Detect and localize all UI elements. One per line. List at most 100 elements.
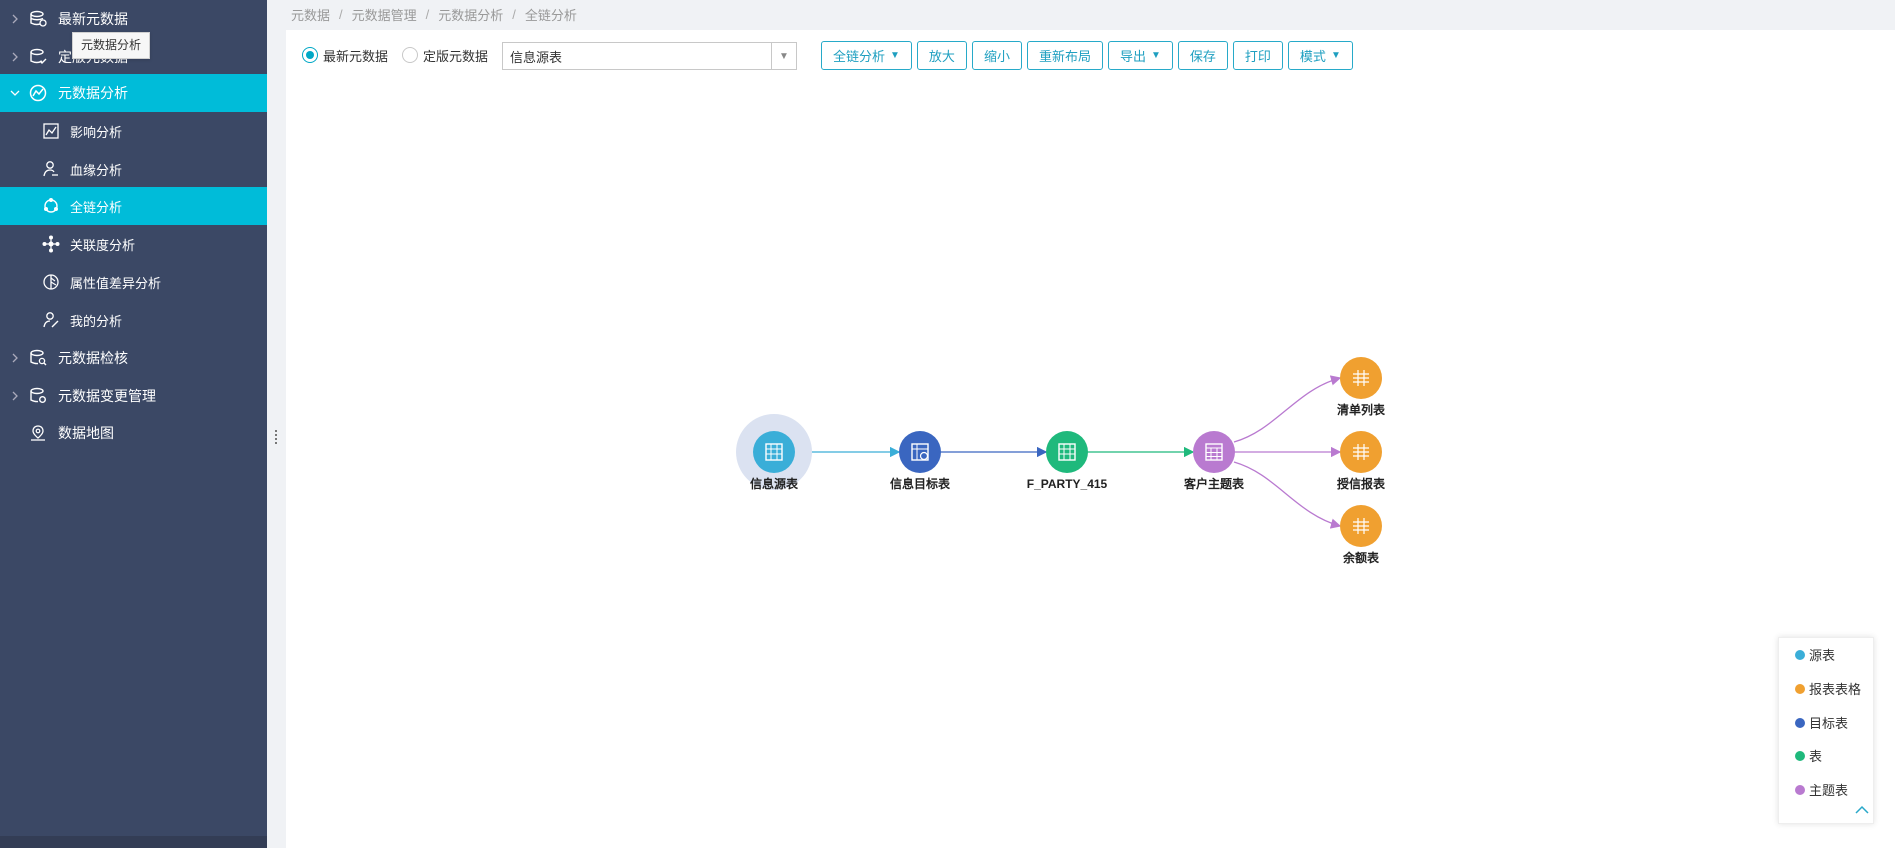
sidebar: 最新元数据 定版元数据 元数据分析 影响分析 血缘分析 全链分析 关联度分析 属…	[0, 0, 267, 848]
node-label: 信息目标表	[890, 476, 951, 491]
legend-item[interactable]: 表	[1795, 746, 1822, 765]
graph-node[interactable]: F_PARTY_415	[1027, 431, 1108, 491]
chevron-down-icon	[10, 88, 20, 98]
nav-label: 关联度分析	[70, 237, 136, 253]
nav-label: 血缘分析	[70, 162, 123, 178]
radio-label: 最新元数据	[323, 48, 389, 64]
relayout-button[interactable]: 重新布局	[1026, 41, 1103, 70]
nav-attribute-diff-analysis[interactable]: 属性值差异分析	[0, 263, 267, 301]
zoom-out-button[interactable]: 缩小	[971, 41, 1022, 70]
legend-label: 目标表	[1809, 716, 1849, 731]
zoom-in-button[interactable]: 放大	[916, 41, 967, 70]
nav-label: 属性值差异分析	[70, 275, 162, 291]
button-label: 模式	[1299, 49, 1326, 64]
print-button[interactable]: 打印	[1232, 41, 1283, 70]
subject-table-icon	[1205, 443, 1223, 461]
breadcrumb-item[interactable]: 元数据	[291, 7, 331, 23]
legend-item[interactable]: 目标表	[1795, 713, 1848, 732]
nav-lineage-analysis[interactable]: 血缘分析	[0, 150, 267, 188]
sidebar-tooltip: 元数据分析	[72, 32, 151, 59]
legend-label: 源表	[1809, 648, 1836, 663]
database-verified-icon	[28, 47, 48, 67]
node-label: F_PARTY_415	[1027, 477, 1108, 491]
breadcrumb-item[interactable]: 元数据管理	[351, 7, 417, 23]
graph-node[interactable]: 余额表	[1340, 505, 1382, 565]
table-select[interactable]: 信息源表 ▼	[502, 42, 797, 70]
node-label: 客户主题表	[1183, 476, 1245, 491]
chain-nodes-icon	[41, 196, 61, 216]
graph-legend: 源表 报表表格 目标表 表 主题表	[1778, 637, 1874, 824]
graph-edge	[1233, 461, 1342, 529]
graph-node[interactable]: 信息源表	[736, 414, 812, 491]
main-panel	[286, 30, 1895, 848]
diff-circle-icon	[41, 272, 61, 292]
legend-item[interactable]: 主题表	[1795, 780, 1848, 799]
nav-my-analysis[interactable]: 我的分析	[0, 301, 267, 339]
analysis-chart-icon	[28, 83, 48, 103]
nav-label: 元数据检核	[58, 350, 128, 366]
report-grid-icon	[1353, 518, 1369, 534]
report-grid-icon	[1353, 370, 1369, 386]
graph-node[interactable]: 清单列表	[1337, 357, 1386, 417]
legend-dot	[1795, 784, 1805, 795]
nav-metadata-change[interactable]: 元数据变更管理	[0, 377, 267, 415]
graph-node[interactable]: 授信报表	[1337, 431, 1386, 491]
full-chain-analysis-button[interactable]: 全链分析▼	[821, 41, 912, 70]
breadcrumb: 元数据 / 元数据管理 / 元数据分析 / 全链分析	[291, 0, 577, 28]
legend-dot	[1795, 717, 1805, 728]
select-value: 信息源表	[510, 49, 563, 65]
graph-node[interactable]: 信息目标表	[890, 431, 951, 491]
chevron-right-icon	[10, 14, 20, 24]
legend-dot	[1795, 649, 1805, 660]
legend-item[interactable]: 源表	[1795, 645, 1835, 664]
user-edit-icon	[41, 310, 61, 330]
drag-handle-icon[interactable]	[274, 428, 278, 448]
save-button[interactable]: 保存	[1177, 41, 1228, 70]
graph-node[interactable]: 客户主题表	[1183, 431, 1245, 491]
table-target-icon	[911, 443, 929, 461]
radio-fixed-metadata[interactable]: 定版元数据	[402, 46, 488, 65]
node-label: 授信报表	[1337, 476, 1386, 491]
caret-down-icon: ▼	[890, 50, 900, 61]
full-chain-graph[interactable]: 信息源表 信息目标表 F_PARTY_415 客户主题表 清单列表 授信报表 余…	[286, 30, 1895, 848]
caret-down-icon: ▼	[1330, 50, 1341, 61]
legend-label: 表	[1809, 749, 1823, 764]
export-button[interactable]: 导出▼	[1107, 41, 1173, 70]
nav-metadata-check[interactable]: 元数据检核	[0, 339, 267, 377]
chevron-right-icon	[10, 353, 20, 363]
map-pin-icon	[28, 423, 48, 443]
legend-dot	[1795, 683, 1805, 694]
breadcrumb-item-current: 全链分析	[524, 7, 577, 23]
nav-latest-metadata[interactable]: 最新元数据	[0, 0, 267, 38]
chevron-up-icon[interactable]	[1854, 803, 1870, 815]
breadcrumb-item[interactable]: 元数据分析	[438, 7, 504, 23]
mode-button[interactable]: 模式 ▼	[1287, 41, 1353, 70]
nav-label: 元数据变更管理	[58, 388, 156, 404]
report-grid-icon	[1353, 444, 1369, 460]
radio-label: 定版元数据	[423, 48, 489, 64]
nav-label: 影响分析	[70, 124, 123, 140]
nav-data-map[interactable]: 数据地图	[0, 414, 267, 452]
node-label: 余额表	[1342, 550, 1380, 565]
nav-correlation-analysis[interactable]: 关联度分析	[0, 225, 267, 263]
radio-latest-metadata[interactable]: 最新元数据	[302, 46, 388, 65]
radio-checked-icon[interactable]	[302, 47, 318, 63]
nav-metadata-analysis[interactable]: 元数据分析	[0, 74, 267, 112]
legend-item[interactable]: 报表表格	[1795, 679, 1861, 698]
nav-label: 最新元数据	[58, 11, 128, 27]
sidebar-splitter[interactable]	[267, 0, 286, 848]
database-search-icon	[28, 348, 48, 368]
node-label: 清单列表	[1337, 402, 1386, 417]
radio-unchecked-icon[interactable]	[402, 47, 419, 63]
table-grid-icon	[765, 443, 783, 461]
nav-full-chain-analysis[interactable]: 全链分析	[0, 187, 267, 225]
sidebar-footer	[0, 836, 267, 848]
dropdown-arrow-icon[interactable]: ▼	[771, 43, 796, 69]
chevron-right-icon	[10, 52, 20, 62]
toolbar: 最新元数据 定版元数据	[302, 39, 502, 71]
chevron-right-icon	[10, 391, 20, 401]
legend-label: 报表表格	[1809, 682, 1862, 697]
nav-impact-analysis[interactable]: 影响分析	[0, 112, 267, 150]
user-lineage-icon	[41, 159, 61, 179]
network-icon	[41, 234, 61, 254]
